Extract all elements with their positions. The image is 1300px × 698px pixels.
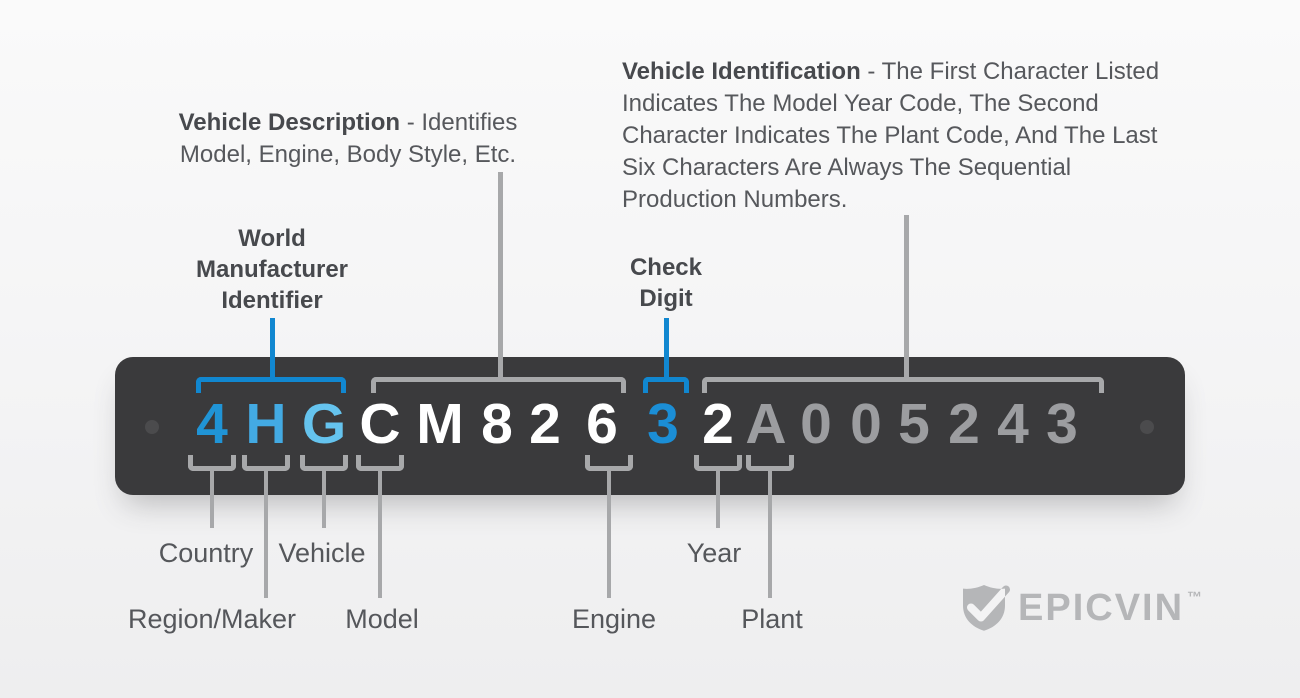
vin-char-15: 2	[948, 392, 980, 456]
brand-name: EPICVIN	[1018, 587, 1185, 629]
vin-char-14: 5	[898, 392, 930, 456]
vin-char-2: H	[245, 392, 287, 456]
vehicle-identification-term: Vehicle Identification	[622, 58, 861, 85]
vin-char-8: 6	[586, 392, 618, 456]
country-connector-line	[210, 467, 214, 528]
model-label: Model	[345, 604, 419, 634]
country-label: Country	[158, 538, 254, 568]
vin-char-6: 8	[481, 392, 513, 456]
vin-char-1: 4	[196, 392, 228, 456]
engine-connector-line	[607, 467, 611, 598]
vin-char-4: C	[359, 392, 401, 456]
region-maker-connector-line	[264, 467, 268, 598]
vin-char-17: 3	[1046, 392, 1078, 456]
vehicle-description-connector-line	[497, 172, 503, 381]
vin-char-3: G	[301, 392, 347, 456]
plate-rivet-right	[1140, 420, 1154, 434]
check-digit-connector-line	[663, 318, 669, 381]
engine-label: Engine	[571, 604, 657, 634]
plate-rivet-left	[145, 420, 159, 434]
plant-label: Plant	[741, 604, 803, 634]
year-label: Year	[686, 538, 742, 568]
vehicle-identification-bracket	[702, 377, 1104, 393]
vehicle-identification-connector-line	[903, 215, 909, 381]
vin-char-13: 0	[850, 392, 882, 456]
vin-char-5: M	[416, 392, 464, 456]
vin-char-7: 2	[529, 392, 561, 456]
region-maker-label: Region/Maker	[127, 604, 297, 634]
year-connector-line	[716, 467, 720, 528]
vin-char-10: 2	[702, 392, 734, 456]
vehicle-description-note: Vehicle Description - Identifies Model, …	[140, 107, 556, 171]
vin-char-16: 4	[997, 392, 1029, 456]
vehicle-description-definition: - Identifies Model, Engine, Body Style, …	[179, 109, 518, 168]
vin-char-9: 3	[647, 392, 679, 456]
vehicle-identification-definition: - The First Character Listed Indicates T…	[622, 58, 1160, 213]
shield-check-icon	[963, 585, 1010, 631]
vin-char-11: A	[745, 392, 787, 456]
vehicle-identification-note: Vehicle Identification - The First Chara…	[622, 56, 1178, 216]
plant-connector-line	[768, 467, 772, 598]
brand-logo: EPICVIN ™	[958, 584, 1202, 632]
wmi-connector-line	[269, 318, 275, 381]
brand-trademark: ™	[1187, 589, 1203, 606]
vehicle-connector-line	[322, 467, 326, 528]
vehicle-label: Vehicle	[278, 538, 366, 568]
check-digit-label: Check Digit	[629, 254, 703, 312]
world-manufacturer-identifier-label: World Manufacturer Identifier	[195, 225, 349, 314]
model-connector-line	[378, 467, 382, 598]
vehicle-description-term: Vehicle Description	[178, 109, 401, 136]
vin-char-12: 0	[800, 392, 832, 456]
